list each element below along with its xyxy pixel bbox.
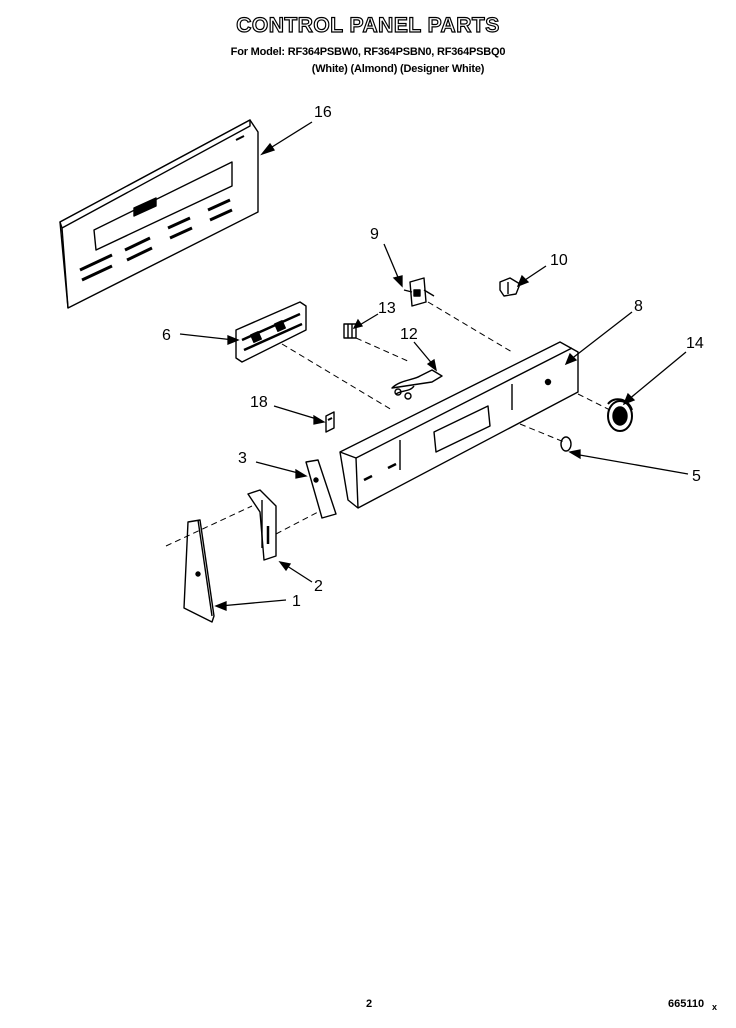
part-6-control-board (235, 301, 307, 363)
callout-18: 18 (250, 394, 268, 411)
model-numbers: For Model: RF364PSBW0, RF364PSBN0, RF364… (230, 46, 506, 58)
callout-10: 10 (550, 252, 568, 269)
callout-12: 12 (400, 326, 418, 343)
document-number: 665110 (668, 998, 705, 1010)
part-13-clip (343, 323, 357, 339)
corner-mark: x (712, 1002, 718, 1012)
part-2-end-bracket (247, 489, 277, 561)
callout-5: 5 (692, 468, 701, 485)
page-number: 2 (366, 998, 373, 1010)
callout-3: 3 (238, 450, 247, 467)
callout-13: 13 (378, 300, 396, 317)
part-9-switch (403, 277, 435, 307)
part-14-knob (607, 398, 633, 432)
alignment-lines (165, 301, 611, 547)
callout-2: 2 (314, 578, 323, 595)
leader-arrows (179, 121, 689, 611)
callout-9: 9 (370, 226, 379, 243)
part-16-panel (59, 119, 259, 309)
callout-6: 6 (162, 327, 171, 344)
callout-1: 1 (292, 593, 301, 610)
part-18-bracket (325, 411, 335, 433)
callout-8: 8 (634, 298, 643, 315)
page-title: CONTROL PANEL PARTS (236, 13, 500, 37)
part-12-wire-harness (391, 369, 443, 400)
part-8-housing (339, 341, 579, 509)
color-variants: (White) (Almond) (Designer White) (311, 63, 485, 75)
callout-16: 16 (314, 104, 332, 121)
part-1-end-cap (183, 519, 215, 623)
callout-14: 14 (686, 335, 704, 352)
part-5-bushing (560, 436, 572, 452)
part-10-clip (499, 277, 521, 297)
part-3-end-plate (305, 459, 337, 519)
